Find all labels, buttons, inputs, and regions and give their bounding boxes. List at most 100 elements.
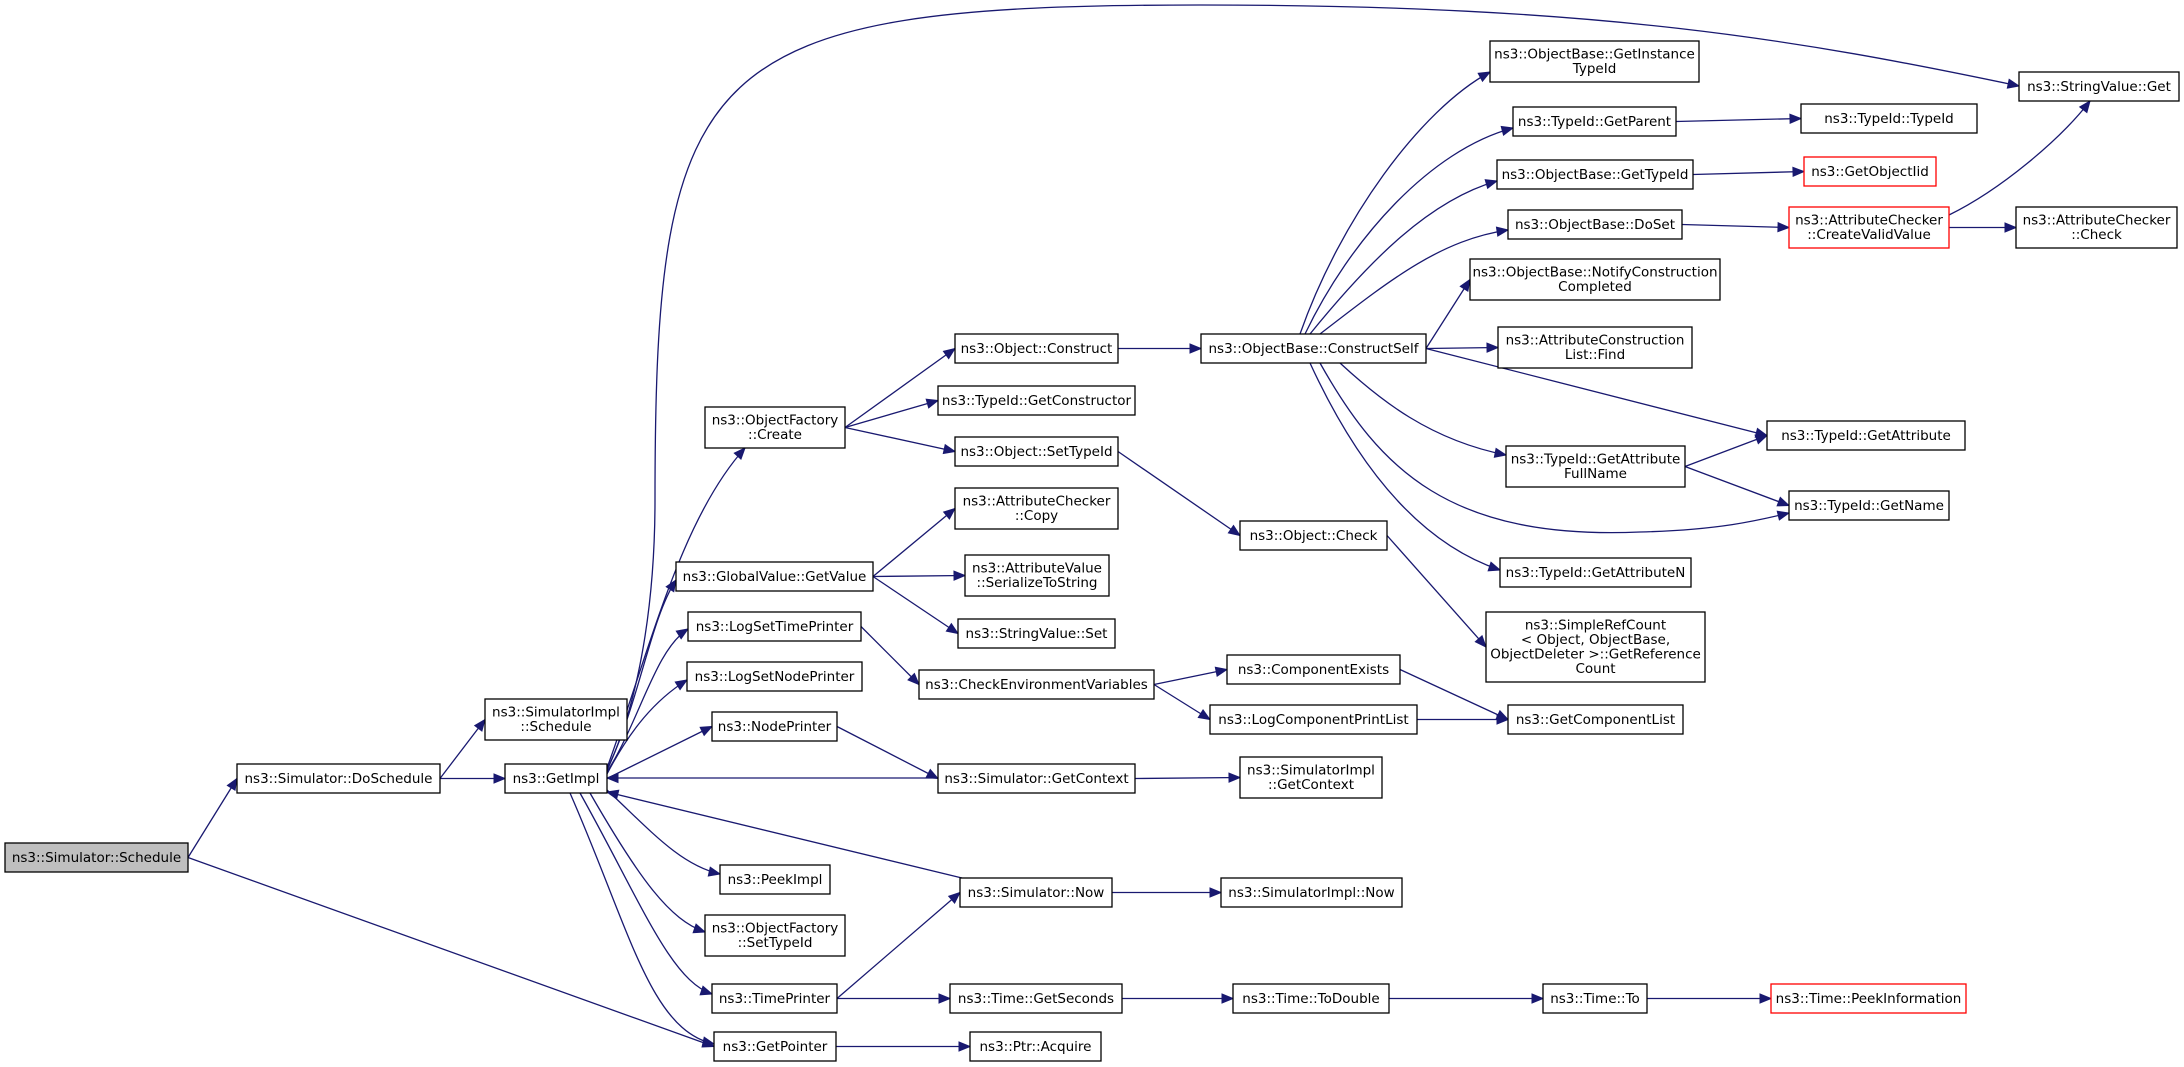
- node-time_getseconds[interactable]: ns3::Time::GetSeconds: [949, 983, 1123, 1014]
- node-stringvalue_set[interactable]: ns3::StringValue::Set: [957, 618, 1116, 649]
- node-box-logcomponentprintlist[interactable]: [1209, 704, 1418, 735]
- node-box-logsetnodeprinter[interactable]: [686, 661, 863, 692]
- node-box-objbase_doset[interactable]: [1507, 209, 1683, 240]
- node-peekimpl[interactable]: ns3::PeekImpl: [719, 864, 831, 895]
- node-box-sim_now[interactable]: [959, 877, 1113, 908]
- node-box-getpointer[interactable]: [713, 1031, 837, 1062]
- node-attrvalue_serialize[interactable]: ns3::AttributeValue::SerializeToString: [964, 554, 1110, 597]
- node-getimpl[interactable]: ns3::GetImpl: [504, 763, 608, 794]
- node-typeid_getattrn[interactable]: ns3::TypeId::GetAttributeN: [1499, 557, 1692, 588]
- node-logsetnodeprinter[interactable]: ns3::LogSetNodePrinter: [686, 661, 863, 692]
- node-timeprinter[interactable]: ns3::TimePrinter: [711, 983, 838, 1014]
- node-object_construct[interactable]: ns3::Object::Construct: [954, 333, 1119, 364]
- node-objbase_gettypeid[interactable]: ns3::ObjectBase::GetTypeId: [1496, 159, 1694, 190]
- node-simimpl_getcontext[interactable]: ns3::SimulatorImpl::GetContext: [1239, 756, 1383, 799]
- node-typeid_getname[interactable]: ns3::TypeId::GetName: [1788, 490, 1950, 521]
- node-box-object_check[interactable]: [1239, 520, 1388, 551]
- node-ptr_acquire[interactable]: ns3::Ptr::Acquire: [969, 1031, 1102, 1062]
- node-box-objbase_notify[interactable]: [1469, 258, 1721, 301]
- node-box-globalvalue_getvalue[interactable]: [675, 561, 874, 592]
- node-box-peekimpl[interactable]: [719, 864, 831, 895]
- node-box-componentexists[interactable]: [1226, 654, 1401, 685]
- node-box-time_peekinfo[interactable]: [1770, 983, 1967, 1014]
- node-box-time_todouble[interactable]: [1232, 983, 1390, 1014]
- node-box-getobjectiid[interactable]: [1803, 156, 1937, 187]
- node-simimpl_schedule[interactable]: ns3::SimulatorImpl::Schedule: [484, 698, 628, 741]
- node-box-ptr_acquire[interactable]: [969, 1031, 1102, 1062]
- node-box-attrconstruction_find[interactable]: [1497, 326, 1693, 369]
- node-box-simimpl_schedule[interactable]: [484, 698, 628, 741]
- node-globalvalue_getvalue[interactable]: ns3::GlobalValue::GetValue: [675, 561, 874, 592]
- node-objfactory_create[interactable]: ns3::ObjectFactory::Create: [704, 406, 846, 449]
- node-box-typeid_typeid[interactable]: [1800, 103, 1978, 134]
- node-time_todouble[interactable]: ns3::Time::ToDouble: [1232, 983, 1390, 1014]
- node-objbase_constructself[interactable]: ns3::ObjectBase::ConstructSelf: [1200, 333, 1427, 364]
- node-typeid_typeid[interactable]: ns3::TypeId::TypeId: [1800, 103, 1978, 134]
- node-box-simplerefcount[interactable]: [1485, 611, 1706, 683]
- node-time_peekinfo[interactable]: ns3::Time::PeekInformation: [1770, 983, 1967, 1014]
- node-componentexists[interactable]: ns3::ComponentExists: [1226, 654, 1401, 685]
- node-box-typeid_getattrn[interactable]: [1499, 557, 1692, 588]
- node-schedule[interactable]: ns3::Simulator::Schedule: [4, 842, 189, 873]
- node-box-time_to[interactable]: [1542, 983, 1648, 1014]
- node-box-stringvalue_get[interactable]: [2018, 71, 2180, 102]
- node-box-object_settypeid[interactable]: [954, 436, 1119, 467]
- node-getobjectiid[interactable]: ns3::GetObjectIid: [1803, 156, 1937, 187]
- node-box-typeid_getattribute[interactable]: [1766, 420, 1966, 451]
- node-stringvalue_get[interactable]: ns3::StringValue::Get: [2018, 71, 2180, 102]
- node-getcomponentlist[interactable]: ns3::GetComponentList: [1507, 704, 1684, 735]
- node-logcomponentprintlist[interactable]: ns3::LogComponentPrintList: [1209, 704, 1418, 735]
- node-sim_now[interactable]: ns3::Simulator::Now: [959, 877, 1113, 908]
- node-doschedule[interactable]: ns3::Simulator::DoSchedule: [236, 763, 441, 794]
- node-box-attrchecker_createvalid[interactable]: [1788, 206, 1950, 249]
- node-box-time_getseconds[interactable]: [949, 983, 1123, 1014]
- node-box-nodeprinter[interactable]: [711, 711, 838, 742]
- node-box-schedule[interactable]: [4, 842, 189, 873]
- node-object_check[interactable]: ns3::Object::Check: [1239, 520, 1388, 551]
- node-typeid_getparent[interactable]: ns3::TypeId::GetParent: [1512, 106, 1677, 137]
- node-attrchecker_createvalid[interactable]: ns3::AttributeChecker::CreateValidValue: [1788, 206, 1950, 249]
- node-checkenvvars[interactable]: ns3::CheckEnvironmentVariables: [918, 669, 1155, 700]
- node-box-objbase_constructself[interactable]: [1200, 333, 1427, 364]
- node-object_settypeid[interactable]: ns3::Object::SetTypeId: [954, 436, 1119, 467]
- node-box-logsettimeprinter[interactable]: [687, 611, 862, 642]
- node-box-object_construct[interactable]: [954, 333, 1119, 364]
- node-nodeprinter[interactable]: ns3::NodePrinter: [711, 711, 838, 742]
- node-box-typeid_getname[interactable]: [1788, 490, 1950, 521]
- node-box-checkenvvars[interactable]: [918, 669, 1155, 700]
- node-box-objfactory_create[interactable]: [704, 406, 846, 449]
- node-box-simimpl_now[interactable]: [1220, 877, 1403, 908]
- node-box-attrvalue_serialize[interactable]: [964, 554, 1110, 597]
- node-box-stringvalue_set[interactable]: [957, 618, 1116, 649]
- node-box-typeid_getparent[interactable]: [1512, 106, 1677, 137]
- node-box-typeid_getconstructor[interactable]: [937, 385, 1136, 416]
- node-typeid_getattribute[interactable]: ns3::TypeId::GetAttribute: [1766, 420, 1966, 451]
- node-simimpl_now[interactable]: ns3::SimulatorImpl::Now: [1220, 877, 1403, 908]
- node-box-attrchecker_copy[interactable]: [954, 487, 1119, 530]
- node-objfactory_settypeid[interactable]: ns3::ObjectFactory::SetTypeId: [704, 914, 846, 957]
- node-box-attrchecker_check[interactable]: [2015, 206, 2178, 249]
- node-box-getcomponentlist[interactable]: [1507, 704, 1684, 735]
- node-simplerefcount[interactable]: ns3::SimpleRefCount< Object, ObjectBase,…: [1485, 611, 1706, 683]
- node-attrchecker_check[interactable]: ns3::AttributeChecker::Check: [2015, 206, 2178, 249]
- node-box-typeid_getattrfullname[interactable]: [1505, 445, 1686, 488]
- node-box-sim_getcontext[interactable]: [937, 763, 1136, 794]
- node-box-timeprinter[interactable]: [711, 983, 838, 1014]
- node-box-doschedule[interactable]: [236, 763, 441, 794]
- node-logsettimeprinter[interactable]: ns3::LogSetTimePrinter: [687, 611, 862, 642]
- node-objbase_notify[interactable]: ns3::ObjectBase::NotifyConstructionCompl…: [1469, 258, 1721, 301]
- node-box-simimpl_getcontext[interactable]: [1239, 756, 1383, 799]
- node-attrchecker_copy[interactable]: ns3::AttributeChecker::Copy: [954, 487, 1119, 530]
- node-box-objfactory_settypeid[interactable]: [704, 914, 846, 957]
- node-objbase_doset[interactable]: ns3::ObjectBase::DoSet: [1507, 209, 1683, 240]
- node-box-objbase_getinstancetypeid[interactable]: [1489, 40, 1700, 83]
- node-typeid_getconstructor[interactable]: ns3::TypeId::GetConstructor: [937, 385, 1136, 416]
- node-getpointer[interactable]: ns3::GetPointer: [713, 1031, 837, 1062]
- node-box-getimpl[interactable]: [504, 763, 608, 794]
- node-box-objbase_gettypeid[interactable]: [1496, 159, 1694, 190]
- node-time_to[interactable]: ns3::Time::To: [1542, 983, 1648, 1014]
- node-sim_getcontext[interactable]: ns3::Simulator::GetContext: [937, 763, 1136, 794]
